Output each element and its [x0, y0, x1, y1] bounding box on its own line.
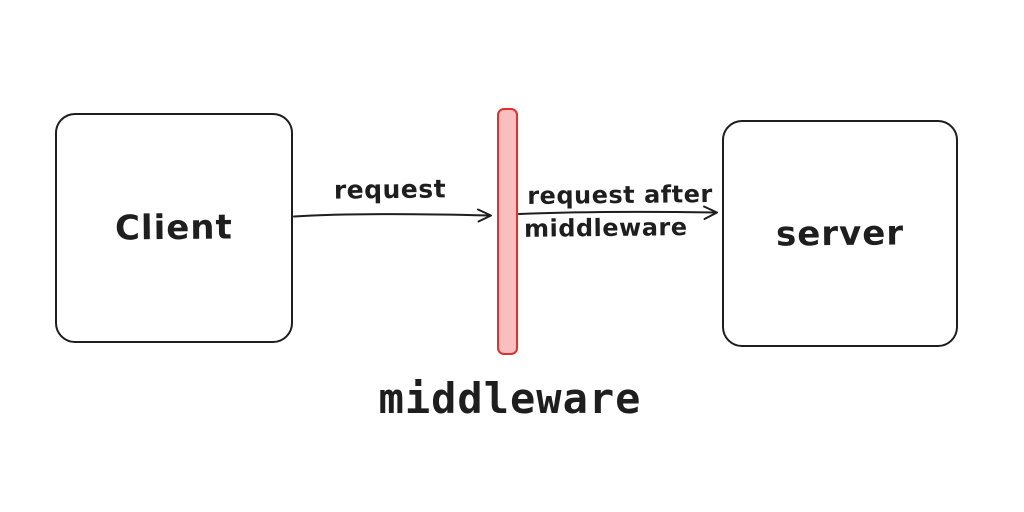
middleware-caption: middleware: [378, 374, 642, 423]
request-arrow-label: request: [333, 174, 447, 205]
request-after-arrow-label-line1: request after: [527, 180, 713, 210]
request-arrow-line: [293, 213, 491, 218]
client-node: Client: [55, 113, 293, 343]
request-arrow-head: [477, 208, 492, 223]
middleware-bar: [497, 108, 518, 355]
request-arrow: [293, 208, 492, 223]
client-node-label: Client: [114, 207, 234, 249]
server-node: server: [722, 120, 958, 347]
request-after-arrow-head: [703, 205, 718, 220]
server-node-label: server: [775, 212, 905, 255]
request-after-arrow-label-line2: middleware: [523, 213, 688, 243]
